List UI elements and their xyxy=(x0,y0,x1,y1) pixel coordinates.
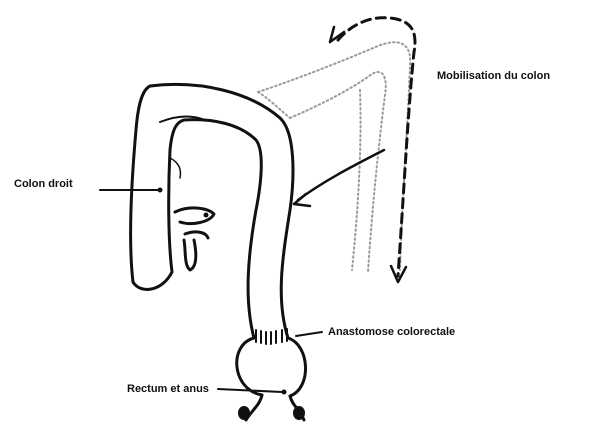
label-colon-droit: Colon droit xyxy=(14,178,73,191)
ileum-lumen-dot xyxy=(204,213,209,218)
haustra-line xyxy=(170,158,181,178)
pull-down-arrow-head xyxy=(294,194,310,206)
pull-down-arrow xyxy=(298,150,384,200)
sphincter-left xyxy=(238,406,250,420)
colon-tube xyxy=(131,84,293,338)
original-colon-position xyxy=(258,42,410,272)
label-rectum-et-anus: Rectum et anus xyxy=(127,383,209,396)
leader-colon-droit-dot xyxy=(158,188,163,193)
mobilisation-arrow xyxy=(338,18,415,276)
rectum-outline xyxy=(237,338,306,396)
label-mobilisation-du-colon: Mobilisation du colon xyxy=(437,70,550,83)
leader-rectum-dot xyxy=(282,390,287,395)
anastomosis-sutures xyxy=(256,329,287,344)
leader-anastomose xyxy=(296,332,322,336)
sphincter-right xyxy=(293,406,305,420)
label-anastomose-colorectale: Anastomose colorectale xyxy=(328,326,455,339)
